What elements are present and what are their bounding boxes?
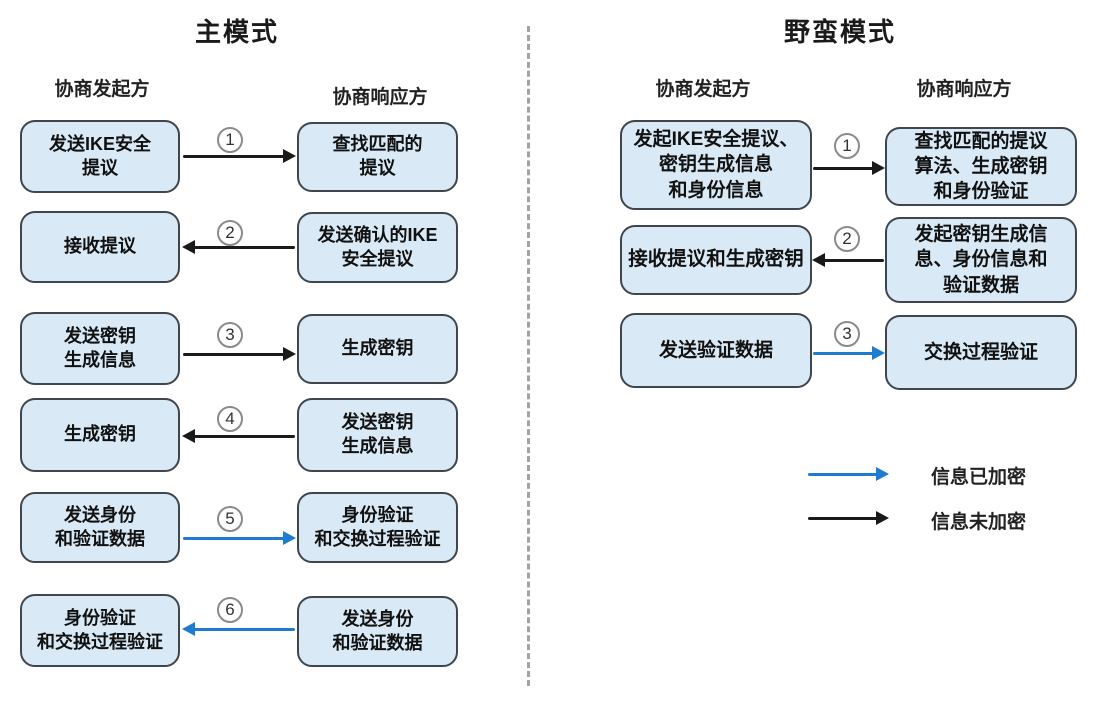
main-initiator-header: 协商发起方 <box>54 79 150 100</box>
step-number-badge: 2 <box>217 220 243 246</box>
step-number-badge: 1 <box>834 133 860 159</box>
message-box: 发送身份 和验证数据 <box>297 596 458 667</box>
message-box: 发起IKE安全提议、 密钥生成信息 和身份信息 <box>620 120 812 210</box>
arrow-left-icon <box>182 239 295 255</box>
step-number-badge: 6 <box>217 597 243 623</box>
step-number-badge: 1 <box>217 127 243 153</box>
arrow-right-icon <box>183 346 296 362</box>
arrow-right-icon <box>183 530 296 546</box>
arrow-right-icon <box>813 160 885 176</box>
message-box: 发送密钥 生成信息 <box>297 398 458 472</box>
step-number-badge: 4 <box>217 406 243 432</box>
legend-unencrypted-label: 信息未加密 <box>931 512 1027 533</box>
message-box: 查找匹配的 提议 <box>297 122 458 192</box>
legend-encrypted-arrow-icon <box>808 466 889 482</box>
message-box: 生成密钥 <box>297 314 458 384</box>
main-mode-title: 主模式 <box>194 17 279 47</box>
aggressive-responder-header: 协商响应方 <box>916 79 1012 100</box>
legend-encrypted-label: 信息已加密 <box>931 467 1027 488</box>
arrow-left-icon <box>812 252 884 268</box>
step-number-badge: 3 <box>834 321 860 347</box>
message-box: 发送验证数据 <box>620 313 812 388</box>
step-number-badge: 5 <box>217 506 243 532</box>
arrow-right-icon <box>183 148 296 164</box>
message-box: 发送IKE安全 提议 <box>20 120 180 193</box>
arrow-left-icon <box>182 428 295 444</box>
message-box: 接收提议和生成密钥 <box>620 225 812 295</box>
message-box: 发送身份 和验证数据 <box>20 492 180 563</box>
message-box: 查找匹配的提议 算法、生成密钥 和身份验证 <box>885 127 1077 206</box>
message-box: 交换过程验证 <box>885 315 1077 390</box>
message-box: 接收提议 <box>20 211 180 283</box>
panel-divider <box>527 26 530 686</box>
main-responder-header: 协商响应方 <box>332 87 428 108</box>
aggressive-mode-title: 野蛮模式 <box>783 17 896 47</box>
message-box: 发送密钥 生成信息 <box>20 312 180 385</box>
arrow-left-icon <box>182 621 295 637</box>
message-box: 发送确认的IKE 安全提议 <box>297 212 458 283</box>
aggressive-initiator-header: 协商发起方 <box>655 79 751 100</box>
message-box: 发起密钥生成信 息、身份信息和 验证数据 <box>885 217 1077 303</box>
message-box: 身份验证 和交换过程验证 <box>297 492 458 563</box>
step-number-badge: 2 <box>834 226 860 252</box>
message-box: 身份验证 和交换过程验证 <box>20 594 180 667</box>
step-number-badge: 3 <box>217 322 243 348</box>
message-box: 生成密钥 <box>20 398 180 472</box>
legend-unencrypted-arrow-icon <box>808 510 889 526</box>
arrow-right-icon <box>813 345 885 361</box>
